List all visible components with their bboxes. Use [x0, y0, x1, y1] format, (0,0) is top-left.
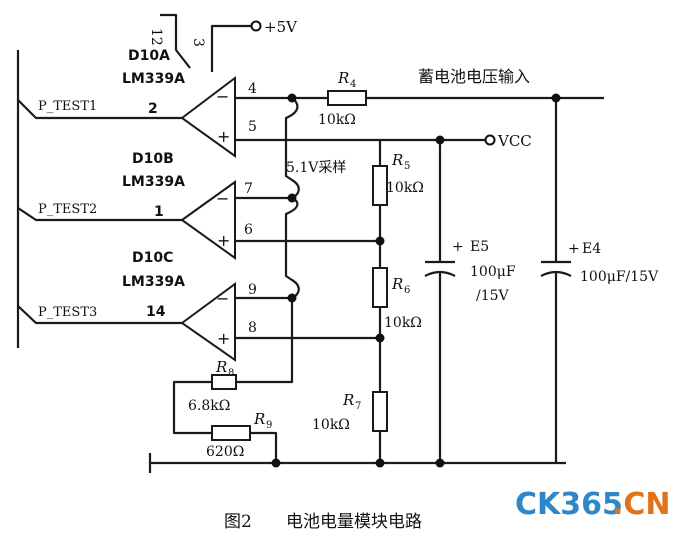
e5-value: 100μF [470, 264, 516, 280]
noninverting-mark: + [217, 127, 230, 146]
r4-sub: 4 [350, 79, 356, 90]
inv-pin-d10a: 4 [248, 81, 257, 97]
noninverting-mark: + [217, 329, 230, 348]
r8-name: R [215, 358, 227, 376]
noninv-pin-d10a: 5 [248, 119, 257, 135]
unit-label-d10b: D10B [132, 151, 174, 167]
vcc-label: VCC [497, 132, 532, 150]
capacitor-e4 [540, 260, 572, 277]
vcc5-terminal [250, 20, 262, 32]
r6-sub: 6 [404, 285, 410, 296]
r4-value: 10kΩ [318, 112, 356, 128]
unit-label-d10a: D10A [128, 48, 170, 64]
inverting-mark: − [216, 289, 229, 308]
capacitor-e5 [424, 260, 456, 277]
inverting-mark: − [216, 189, 229, 208]
sample-label: 5.1V采样 [286, 160, 346, 176]
r7-sub: 7 [355, 401, 361, 412]
resistor-r5 [372, 165, 388, 206]
part-label-d10c: LM339A [122, 274, 185, 290]
noninverting-mark: + [217, 231, 230, 250]
watermark-cn: .CN [612, 487, 671, 522]
pin-3-label: 3 [190, 38, 206, 47]
resistor-r9 [211, 425, 251, 441]
vcc-terminal [484, 134, 496, 146]
signal-p-test1: P_TEST1 [38, 99, 97, 114]
inv-pin-d10b: 7 [244, 181, 253, 197]
e5-voltage: /15V [476, 288, 510, 304]
r5-name: R [391, 151, 403, 169]
r7-name: R [342, 391, 354, 409]
r9-value: 620Ω [206, 444, 244, 460]
r8-sub: 8 [228, 368, 234, 379]
r6-name: R [391, 275, 403, 293]
r8-value: 6.8kΩ [188, 398, 230, 414]
e5-plus: + [452, 239, 464, 255]
watermark-ck365: CK365 [515, 487, 623, 522]
part-label-d10b: LM339A [122, 174, 185, 190]
resistor-r8 [211, 374, 237, 390]
r9-sub: 9 [266, 420, 272, 431]
e4-plus: + [568, 241, 580, 257]
inv-pin-d10c: 9 [248, 282, 257, 298]
part-label-d10a: LM339A [122, 71, 185, 87]
r6-value: 10kΩ [384, 315, 422, 331]
noninv-pin-d10b: 6 [244, 222, 253, 238]
figure-title: 电池电量模块电路 [286, 512, 422, 532]
vcc5-label: +5V [264, 18, 298, 36]
labels: +5V VCC 12 3 D10A LM339A 2 4 5 P_TEST1 D… [38, 18, 671, 532]
inverting-mark: − [216, 87, 229, 106]
r7-value: 10kΩ [312, 417, 350, 433]
out-pin-d10c: 14 [146, 304, 166, 320]
r5-value: 10kΩ [386, 180, 424, 196]
e5-name: E5 [470, 239, 489, 255]
comparator-d10a: − + [180, 75, 236, 158]
wires [16, 13, 604, 473]
battery-input-label: 蓄电池电压输入 [418, 67, 530, 86]
e4-value: 100μF/15V [580, 269, 659, 285]
figure-number: 图2 [224, 512, 252, 532]
unit-label-d10c: D10C [132, 250, 173, 266]
e4-name: E4 [582, 241, 601, 257]
resistor-r6 [372, 267, 388, 308]
r4-name: R [337, 69, 349, 87]
r9-name: R [253, 410, 265, 428]
noninv-pin-d10c: 8 [248, 320, 257, 336]
r5-sub: 5 [404, 161, 410, 172]
resistor-r7 [372, 391, 388, 432]
resistor-r4 [327, 90, 367, 106]
comparator-d10c: − + [180, 282, 236, 362]
out-pin-d10a: 2 [148, 101, 158, 117]
out-pin-d10b: 1 [154, 204, 164, 220]
pin-12-label: 12 [148, 28, 164, 46]
signal-p-test2: P_TEST2 [38, 202, 97, 217]
junctions [271, 93, 561, 468]
signal-p-test3: P_TEST3 [38, 305, 97, 320]
comparator-d10b: − + [180, 180, 236, 260]
